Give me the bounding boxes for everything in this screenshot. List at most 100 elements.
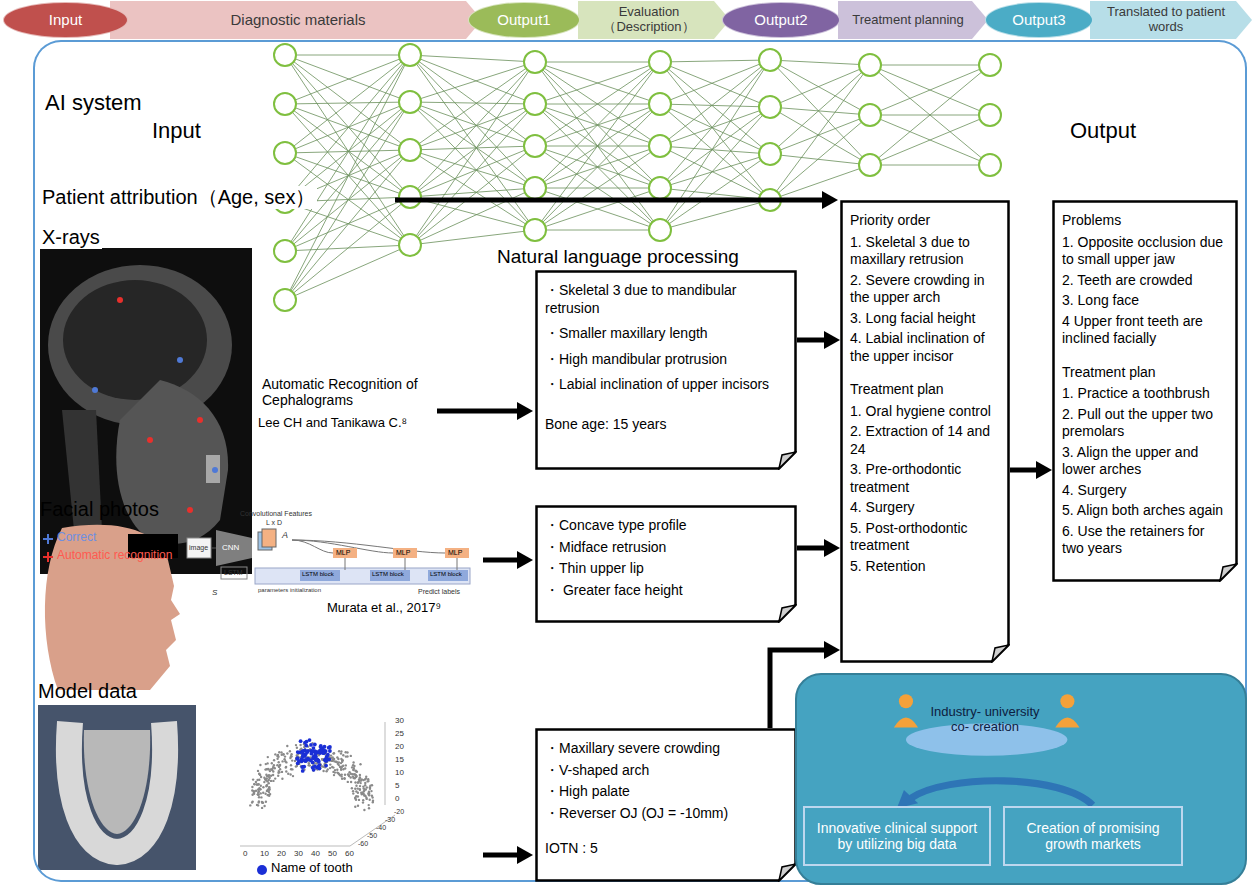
figure-label: A: [282, 530, 288, 540]
axis-tick: -50: [367, 832, 377, 840]
legend-swatch: [256, 864, 268, 876]
method-label: Natural language processing: [495, 246, 741, 268]
xray-point: [117, 297, 123, 303]
plot-point: [268, 791, 270, 793]
network-link: [660, 104, 770, 154]
plot-point: [366, 780, 368, 782]
plot-point: [333, 758, 335, 760]
plot-point: [252, 778, 254, 780]
legend-text: Name of tooth: [271, 861, 353, 876]
network-link: [285, 245, 410, 300]
network-neuron: [524, 177, 546, 199]
network-link: [410, 146, 535, 245]
plot-point: [362, 801, 364, 803]
network-link: [285, 55, 410, 251]
plot-point: [268, 782, 270, 784]
network-link: [660, 60, 770, 230]
list-item: Bone age: 15 years: [545, 416, 787, 434]
plot-point: [370, 790, 372, 792]
plot-point-tooth: [312, 768, 316, 772]
figure-label: parameters initialization: [258, 587, 321, 594]
dental-model-image: [38, 705, 196, 870]
plot-point: [357, 787, 359, 789]
model-arch: [69, 722, 165, 852]
lstm-box: [300, 570, 340, 581]
plot-point: [257, 793, 259, 795]
list-item: ・Smaller maxillary length: [545, 325, 787, 343]
list-item: ・ Greater face height: [545, 582, 787, 600]
connector: [797, 539, 840, 557]
xray-ground: [40, 248, 252, 574]
list-item: 2. Pull out the upper two premolars: [1062, 406, 1228, 441]
plot-point: [368, 807, 370, 809]
plot-point: [364, 782, 366, 784]
plot-point: [355, 774, 357, 776]
text-group: Input: [49, 11, 82, 28]
list-item: IOTN : 5: [545, 840, 787, 858]
plot-point: [362, 799, 364, 801]
network-link: [410, 62, 535, 150]
network-link: [410, 188, 535, 245]
plot-point: [364, 778, 366, 780]
network-link: [660, 62, 770, 107]
plot-point: [279, 764, 281, 766]
plot-point: [290, 764, 292, 766]
node-label: Industry- university co- creation: [928, 705, 1042, 735]
plot-point: [271, 768, 273, 770]
plot-point: [368, 794, 370, 796]
network-neuron: [274, 44, 296, 66]
network-link: [285, 102, 410, 251]
arrow-head: [1036, 461, 1052, 479]
plot-point: [260, 792, 262, 794]
plot-point: [265, 801, 267, 803]
plot-point: [266, 784, 268, 786]
text-group: ・Concave type profile・Midface retrusion・…: [545, 517, 787, 599]
citation: Lee CH and Tanikawa C.⁸: [258, 416, 407, 431]
node-label: Translated to patient words: [1098, 5, 1234, 35]
figure-label: LSTM block: [430, 571, 462, 578]
plot-point-tooth: [301, 749, 305, 753]
mlp-box: [445, 548, 469, 558]
plot-point: [253, 790, 255, 792]
benefit-box: Creation of promising growth markets: [1003, 806, 1183, 866]
method-label: Automatic Recognition of Cephalograms: [262, 376, 437, 408]
plot-point: [268, 788, 270, 790]
plot-point: [284, 760, 286, 762]
document-outline: [842, 202, 1009, 662]
network-link: [535, 188, 660, 230]
network-link: [770, 115, 870, 154]
plot-point: [369, 799, 371, 801]
plot-point: [340, 769, 342, 771]
connector: [1010, 461, 1052, 479]
plot-point: [277, 772, 279, 774]
stage-ellipse: Input: [3, 2, 128, 38]
node-label: Output3: [1012, 11, 1065, 28]
plot-point-tooth: [313, 743, 317, 747]
plot-point-tooth: [302, 753, 306, 757]
plot-point: [291, 759, 293, 761]
plot-point: [261, 802, 263, 804]
node-label: Creation of promising growth markets: [1013, 820, 1173, 852]
plot-point: [354, 806, 356, 808]
plot-point-tooth: [318, 749, 322, 753]
plot-point: [285, 766, 287, 768]
network-link: [770, 107, 870, 115]
list-item: 5. Align both arches again: [1062, 502, 1228, 520]
network-neuron: [524, 219, 546, 241]
list-item: 4 Upper front teeth are inclined faciall…: [1062, 313, 1228, 348]
plot-point: [338, 761, 340, 763]
network-link: [410, 62, 535, 197]
plot-point: [257, 793, 259, 795]
plot-point: [357, 805, 359, 807]
plot-point: [267, 794, 269, 796]
xray-teeth: [206, 455, 220, 483]
list-item: 4. Labial inclination of the upper incis…: [850, 330, 1000, 365]
network-link: [535, 62, 660, 230]
findings-document: ・Concave type profile・Midface retrusion・…: [535, 505, 797, 623]
plot-point-tooth: [296, 756, 300, 760]
plot-point-tooth: [328, 745, 332, 749]
network-link: [660, 154, 770, 230]
plot-point: [367, 780, 369, 782]
plot-point: [354, 796, 356, 798]
section-label: Input: [150, 118, 203, 143]
